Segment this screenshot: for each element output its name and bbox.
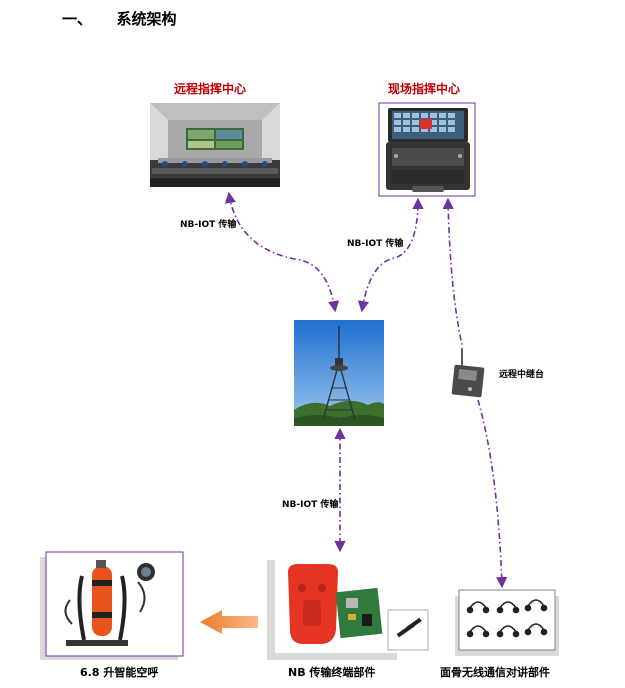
breathing-frame [45,551,184,657]
terminal-image [288,564,383,644]
remote-link-connector [224,191,340,313]
field-link-connector [357,197,424,313]
remote-link-label: NB-IOT 传输 [180,220,237,230]
remote-center-image [150,103,280,187]
heading-number: 一、 [62,10,93,28]
intercom-caption: 面骨无线通信对讲部件 [440,666,550,679]
heading-text: 系统架构 [116,10,177,28]
page-heading: 一、 系统架构 [62,8,177,29]
breathing-image [64,560,155,646]
repeater-up-connector [442,197,463,346]
remote-center-title: 远程指挥中心 [174,82,247,96]
terminal-caption: NB 传输终端部件 [288,666,376,679]
breathing-caption: 6.8 升智能空呼 [80,666,159,679]
field-link-label: NB-IOT 传输 [347,239,404,249]
repeater-down-connector [477,399,508,589]
field-center-title: 现场指挥中心 [388,82,461,96]
tower-link-label: NB-IOT 传输 [282,500,339,510]
repeater-label: 远程中继台 [499,370,545,380]
probe-image [396,617,422,638]
intercom-image [466,599,548,638]
flow-arrow-icon [200,610,258,634]
repeater-image [451,348,485,398]
intercom-frame [458,589,556,651]
tower-image [294,320,384,426]
field-center-image [386,108,470,192]
